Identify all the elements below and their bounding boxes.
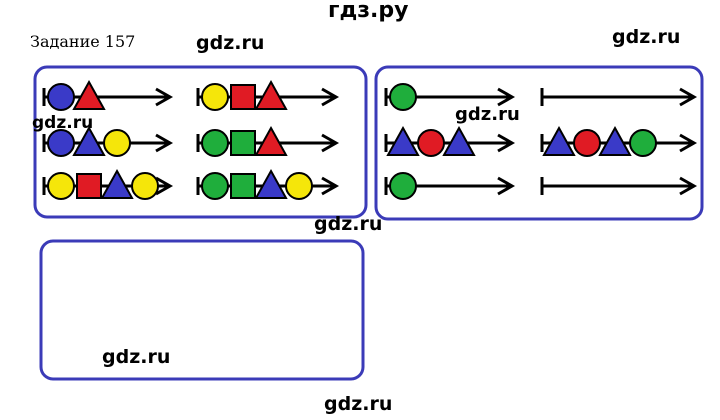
right-panel-frame <box>374 65 704 221</box>
site-title: гдз.ру <box>328 0 409 23</box>
red-triangle <box>254 125 288 156</box>
chain-arrowhead <box>155 87 174 107</box>
blue-triangle <box>542 125 576 156</box>
chain-arrowhead <box>155 133 174 153</box>
chain-arrowhead <box>679 133 698 153</box>
red-triangle <box>254 79 288 110</box>
watermark: gdz.ru <box>102 346 171 368</box>
chain-arrowhead <box>497 176 516 196</box>
blue-triangle <box>100 168 134 199</box>
watermark: gdz.ru <box>455 104 520 125</box>
blue-triangle <box>72 125 106 156</box>
green-circle <box>201 129 229 157</box>
yellow-circle <box>103 129 131 157</box>
yellow-circle <box>47 172 75 200</box>
chain-arrowhead <box>497 133 516 153</box>
watermark: gdz.ru <box>314 213 383 235</box>
chain-arrowhead <box>679 87 698 107</box>
red-circle <box>417 129 445 157</box>
green-circle <box>629 129 657 157</box>
blue-triangle <box>442 125 476 156</box>
red-circle <box>573 129 601 157</box>
green-square <box>230 130 256 156</box>
watermark: gdz.ru <box>196 32 265 54</box>
green-circle <box>389 172 417 200</box>
chain-arrowhead <box>321 133 340 153</box>
blue-circle <box>47 83 75 111</box>
blue-triangle <box>598 125 632 156</box>
blue-triangle <box>386 125 420 156</box>
watermark: gdz.ru <box>612 26 681 48</box>
chain-arrowhead <box>321 176 340 196</box>
red-triangle <box>72 79 106 110</box>
chain-arrowhead <box>155 176 174 196</box>
blue-circle <box>47 129 75 157</box>
left-panel-frame <box>33 65 368 219</box>
red-square <box>230 84 256 110</box>
blue-triangle <box>254 168 288 199</box>
chain-arrowhead <box>679 176 698 196</box>
chain-arrowhead <box>321 87 340 107</box>
watermark: gdz.ru <box>32 113 94 133</box>
green-square <box>230 173 256 199</box>
yellow-circle <box>131 172 159 200</box>
green-circle <box>201 172 229 200</box>
green-circle <box>389 83 417 111</box>
chain-arrowhead <box>497 87 516 107</box>
yellow-circle <box>285 172 313 200</box>
task-title: Задание 157 <box>30 32 136 51</box>
red-square <box>76 173 102 199</box>
yellow-circle <box>201 83 229 111</box>
bottom-panel-frame <box>39 239 365 381</box>
watermark: gdz.ru <box>324 393 393 415</box>
